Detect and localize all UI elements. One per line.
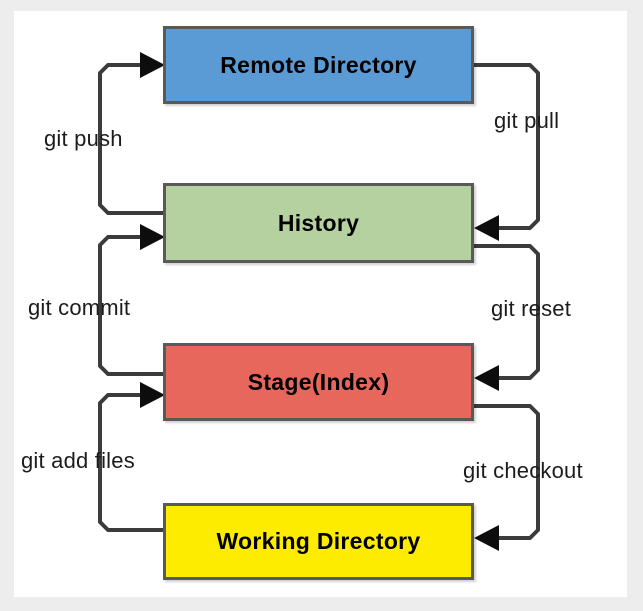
node-stage-index[interactable]: Stage(Index) — [163, 343, 474, 421]
edge-label-git-add-files: git add files — [21, 448, 135, 473]
edge-label-git-pull: git pull — [494, 108, 560, 133]
node-history[interactable]: History — [163, 183, 474, 263]
node-remote-directory[interactable]: Remote Directory — [163, 26, 474, 104]
edge-label-git-reset: git reset — [491, 296, 572, 321]
node-working-directory[interactable]: Working Directory — [163, 503, 474, 580]
edge-label-git-commit: git commit — [28, 295, 131, 320]
edge-label-git-checkout: git checkout — [463, 458, 583, 483]
edge-label-git-push: git push — [44, 126, 123, 151]
